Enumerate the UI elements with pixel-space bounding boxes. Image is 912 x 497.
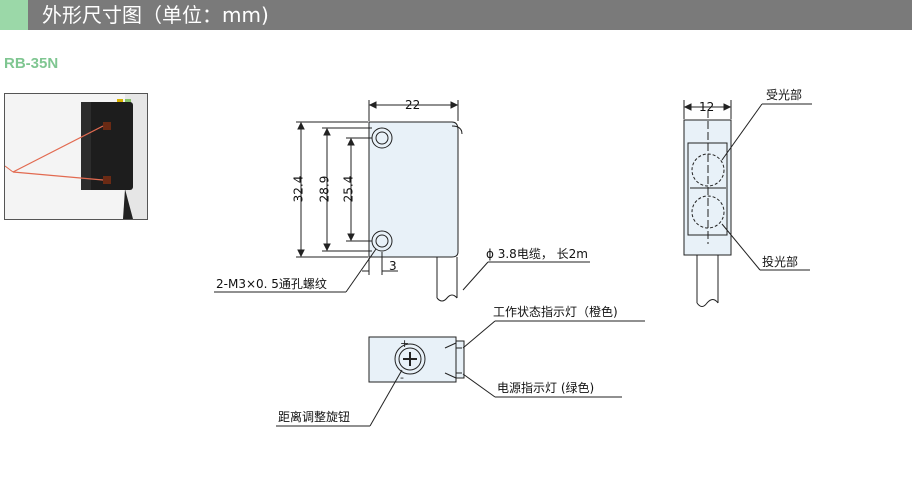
dim-hole-pitch-outer: 28.9 [317, 175, 332, 203]
front-body [368, 121, 459, 258]
model-name: RB-35N [4, 55, 59, 72]
dim-hole-pitch-inner: 25.4 [341, 175, 356, 203]
dim-offset: 3 [389, 259, 397, 273]
cable-side [696, 255, 719, 303]
cable-front [436, 257, 458, 298]
minus-sign: - [400, 371, 404, 384]
header-accent [0, 0, 28, 30]
sensor-photo-illustration [5, 94, 147, 219]
label-knob: 距离调整旋钮 [278, 410, 351, 424]
label-screw: 2-M3×0. 5通孔螺纹 [216, 277, 327, 291]
label-receiver: 受光部 [766, 88, 803, 102]
label-power-led: 电源指示灯 (绿色) [497, 381, 595, 395]
label-emitter: 投光部 [762, 255, 799, 269]
dim-width-side: 12 [699, 100, 715, 114]
header-bar [0, 0, 912, 30]
product-photo [4, 93, 148, 220]
page-title: 外形尺寸图（单位：mm) [42, 3, 269, 27]
dim-width-front: 22 [405, 98, 421, 112]
adjust-knob [394, 343, 426, 375]
label-status-led: 工作状态指示灯（橙色) [493, 305, 618, 319]
dim-height-total: 32.4 [291, 175, 306, 203]
label-cable: ϕ 3.8电缆， 长2m [486, 247, 588, 261]
plus-sign: + [400, 337, 409, 350]
